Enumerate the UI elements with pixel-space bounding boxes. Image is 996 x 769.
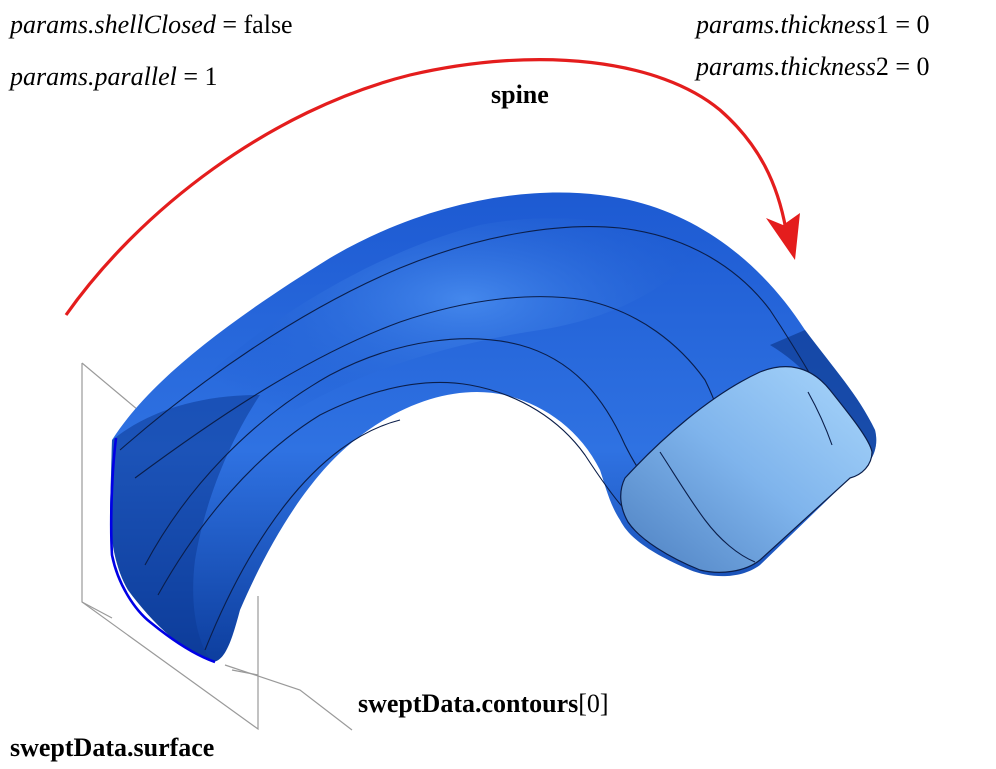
param-name: params.shellClosed (10, 10, 216, 39)
end-face (620, 366, 873, 573)
start-contour (109, 437, 216, 664)
param-equals: = (215, 10, 244, 39)
contours-name: sweptData.contours (358, 689, 579, 718)
param-parallel-label: params.parallel = 1 (10, 62, 218, 92)
param-name: params.thickness (696, 10, 876, 39)
spine-label: spine (491, 80, 549, 109)
param-name: params.thickness (696, 52, 876, 81)
param-thickness1-label: params.thickness1 = 0 (696, 10, 930, 40)
param-suffix: 2 (875, 52, 889, 81)
contour-leader (224, 664, 353, 731)
param-value: 0 (916, 52, 930, 81)
param-value: 1 (204, 62, 218, 91)
param-value: false (243, 10, 293, 39)
param-equals: = (888, 52, 917, 81)
param-name: params.parallel (10, 62, 177, 91)
contours-index: [0] (578, 689, 609, 718)
param-value: 0 (916, 10, 930, 39)
param-equals: = (888, 10, 917, 39)
contours-label: sweptData.contours[0] (358, 689, 609, 719)
param-suffix: 1 (875, 10, 889, 39)
param-shell-closed-label: params.shellClosed = false (10, 10, 293, 40)
param-thickness2-label: params.thickness2 = 0 (696, 52, 930, 82)
param-equals: = (176, 62, 205, 91)
spine-arrow (64, 58, 800, 316)
surface-label: sweptData.surface (10, 733, 215, 762)
swept-body (109, 192, 877, 664)
